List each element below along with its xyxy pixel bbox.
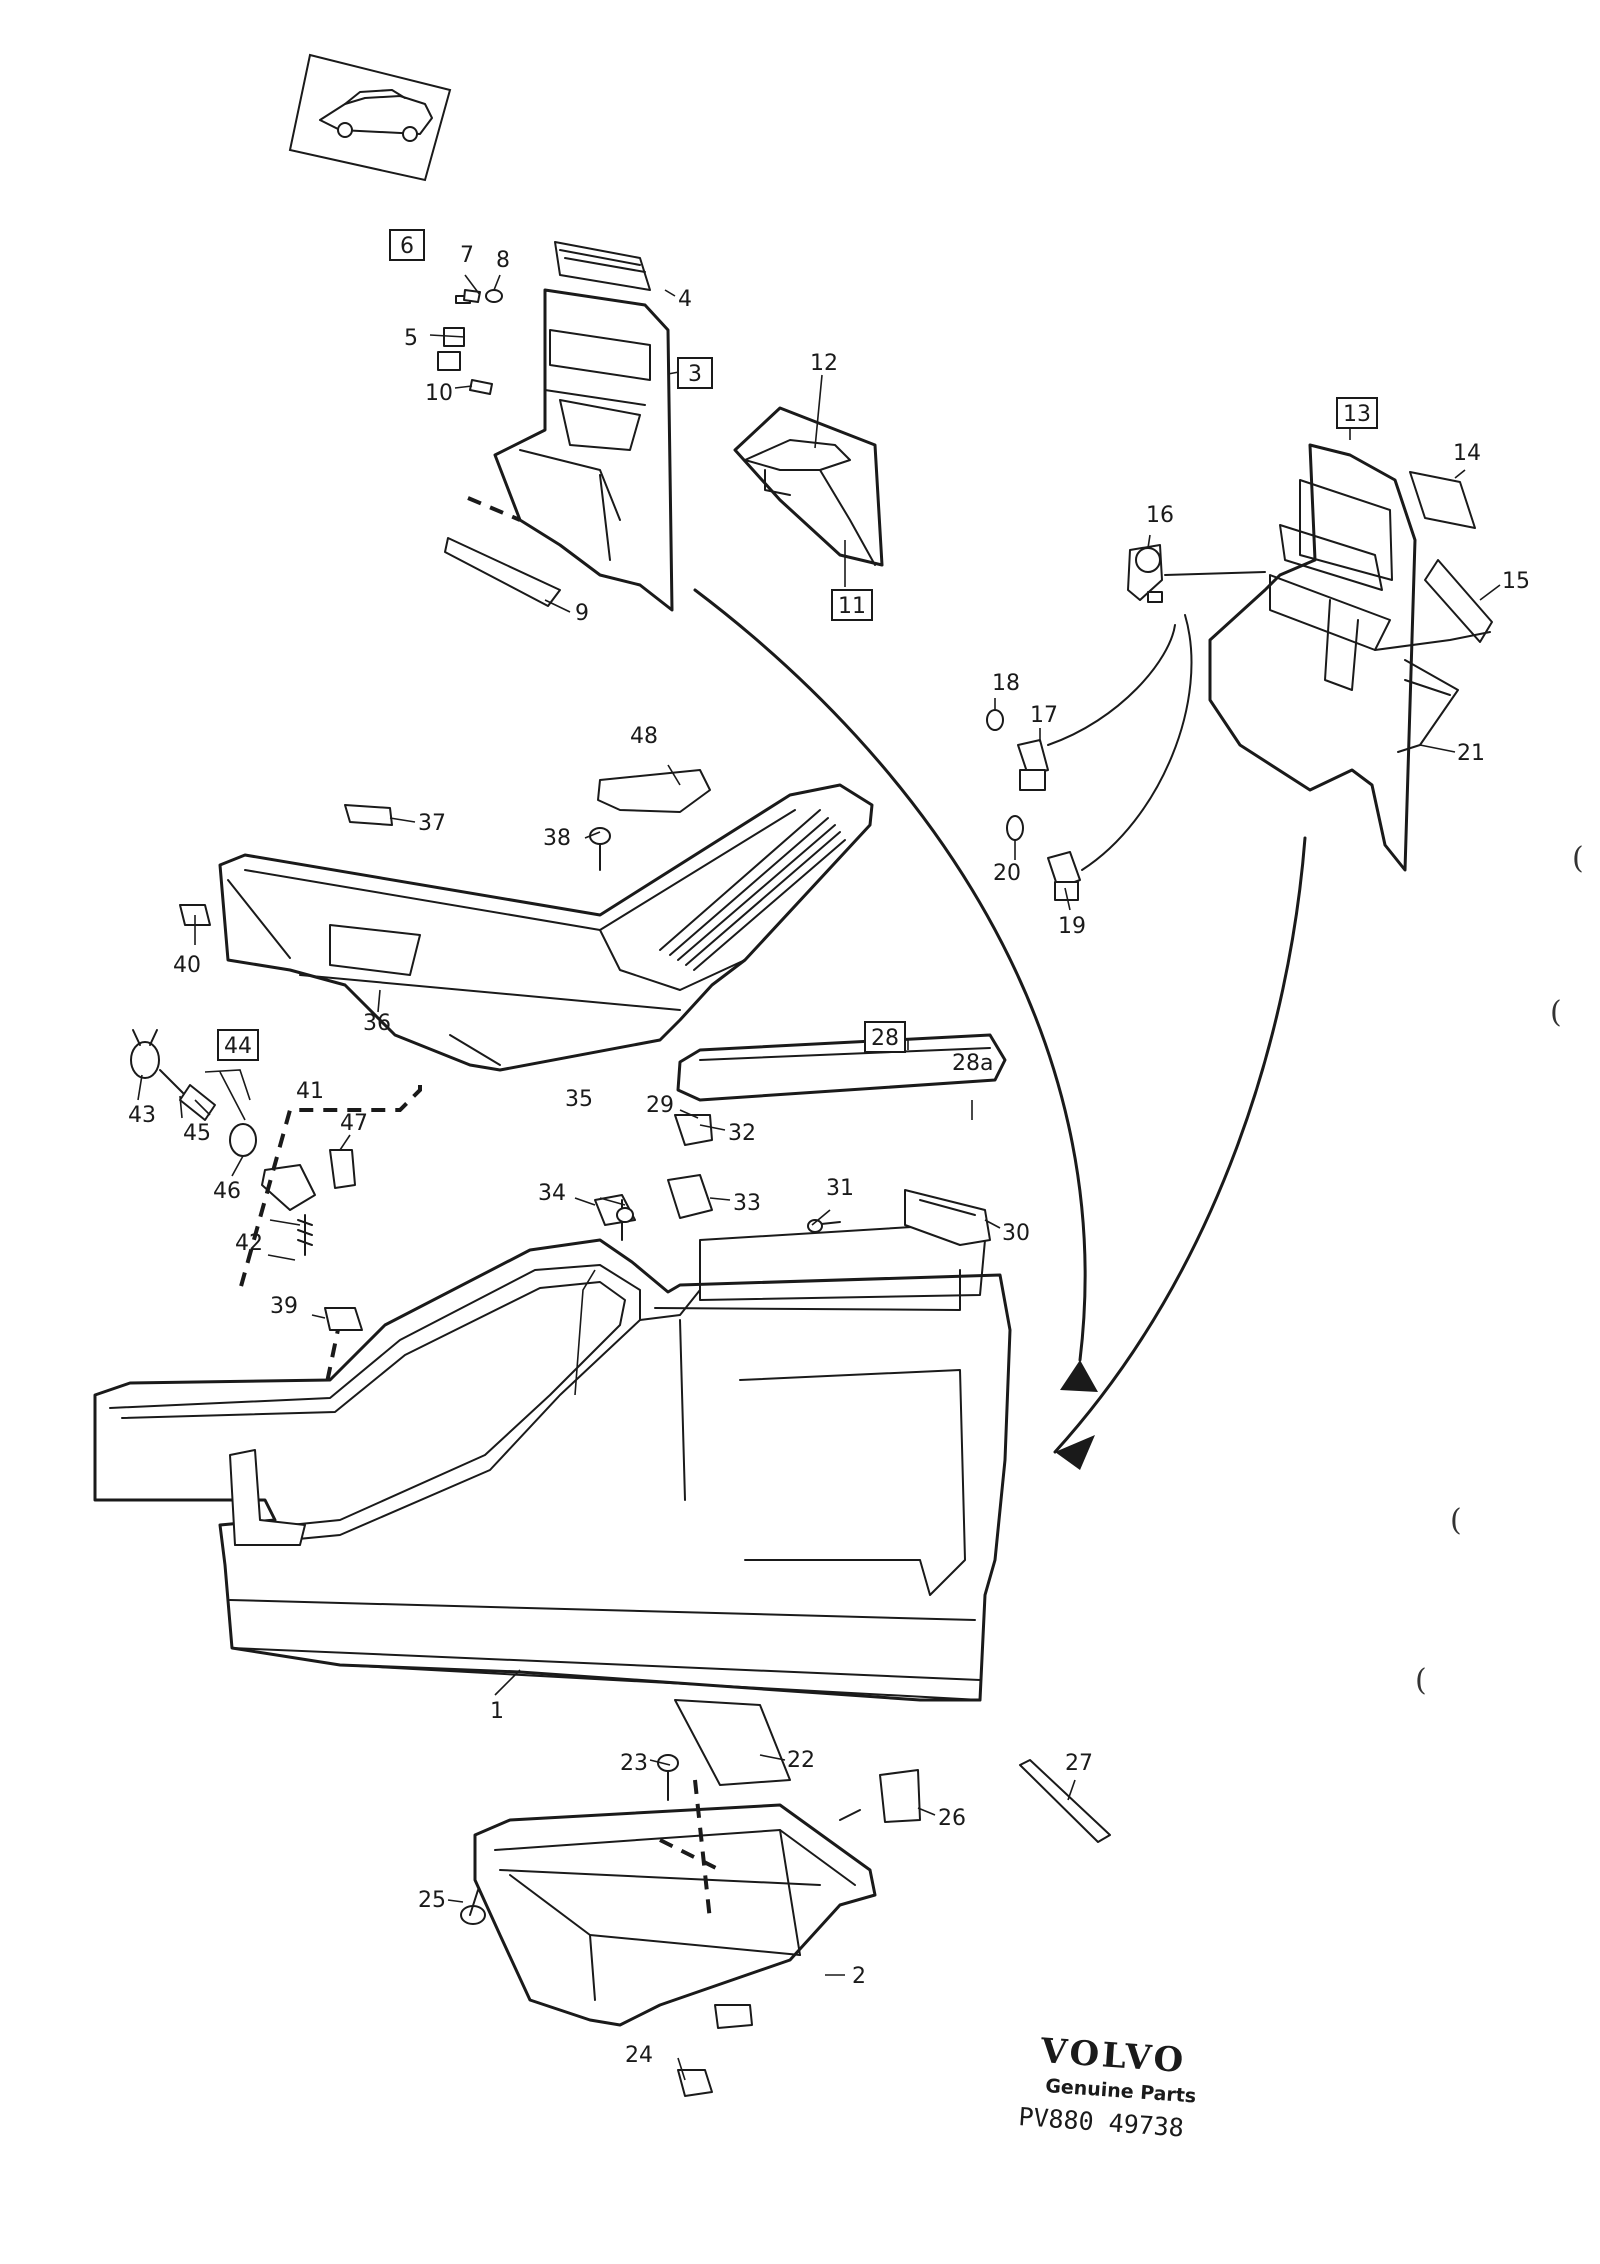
- armrest-lid: [676, 1033, 1007, 1102]
- callout-12: 12: [810, 351, 838, 376]
- callout-10: 10: [425, 381, 453, 406]
- tray-clip-48: [597, 769, 711, 813]
- callout-20: 20: [993, 861, 1021, 886]
- strip-27: [1019, 1759, 1111, 1843]
- callout-48: 48: [630, 724, 658, 749]
- lock-mechanism-parts: [130, 1029, 356, 1256]
- callout-28: 28: [871, 1026, 899, 1051]
- retaining-clip-37: [344, 804, 393, 826]
- console-upper-tray: [218, 783, 874, 1072]
- brand-logo: VOLVO: [1038, 2031, 1187, 2081]
- callout-34: 34: [538, 1181, 566, 1206]
- callout-7: 7: [460, 243, 474, 268]
- callout-33: 33: [733, 1191, 761, 1216]
- insert-26: [879, 1769, 921, 1823]
- callout-box-3: [677, 357, 713, 389]
- callout-36: 36: [363, 1011, 391, 1036]
- vent-grille: [659, 809, 846, 971]
- margin-marks: ( ( ( (: [1415, 841, 1584, 1698]
- callout-11: 11: [838, 594, 866, 619]
- rear-ashtray-housing: [444, 241, 674, 612]
- callout-box-13: [1336, 397, 1378, 429]
- callout-labels: 1 2 3 4 5 6 7 8 9 10 11 12 13 14 15 16 1…: [128, 229, 1530, 2068]
- callout-26: 26: [938, 1806, 966, 1831]
- margin-mark: (: [1550, 995, 1562, 1030]
- lighter-cover: [1424, 559, 1493, 643]
- callout-1: 1: [490, 1699, 504, 1724]
- callout-4: 4: [678, 287, 692, 312]
- drawing-code: PV880 49738: [1018, 2102, 1185, 2142]
- callout-28a: 28a: [952, 1051, 993, 1076]
- guide-dash-36: [238, 1085, 422, 1291]
- ashtray-insert: [733, 406, 884, 567]
- callout-box-6: [389, 229, 425, 261]
- callout-38: 38: [543, 826, 571, 851]
- callout-44: 44: [224, 1034, 252, 1059]
- callout-24: 24: [625, 2043, 653, 2068]
- callout-15: 15: [1502, 569, 1530, 594]
- screw-25: [460, 1889, 486, 1925]
- callout-29: 29: [646, 1093, 674, 1118]
- clip-24: [677, 2069, 713, 2097]
- callout-3: 3: [688, 362, 702, 387]
- callout-6: 6: [400, 234, 414, 259]
- screw-23: [657, 1754, 679, 1801]
- lighter-trim-strip: [1409, 471, 1476, 529]
- latch-parts: [324, 1114, 841, 1331]
- assembly-arrows: [693, 571, 1491, 1821]
- margin-mark: (: [1572, 841, 1584, 876]
- callout-14: 14: [1453, 441, 1481, 466]
- margin-mark: (: [1415, 1663, 1427, 1698]
- callout-41: 41: [296, 1079, 324, 1104]
- callout-30: 30: [1002, 1221, 1030, 1246]
- callout-21: 21: [1457, 741, 1485, 766]
- callout-37: 37: [418, 811, 446, 836]
- callout-42: 42: [235, 1231, 263, 1256]
- callout-32: 32: [728, 1121, 756, 1146]
- callout-19: 19: [1058, 914, 1086, 939]
- callout-39: 39: [270, 1294, 298, 1319]
- callout-13: 13: [1343, 402, 1371, 427]
- callout-35: 35: [565, 1087, 593, 1112]
- callout-2: 2: [852, 1964, 866, 1989]
- bulb-socket-parts: [437, 289, 503, 395]
- front-ashtray-housing: [1208, 443, 1459, 872]
- callout-17: 17: [1030, 703, 1058, 728]
- callout-40: 40: [173, 953, 201, 978]
- callout-box-28: [864, 1021, 906, 1053]
- callout-43: 43: [128, 1103, 156, 1128]
- callout-16: 16: [1146, 503, 1174, 528]
- bin-lid-22: [674, 1699, 791, 1786]
- callout-31: 31: [826, 1176, 854, 1201]
- hinge-30: [904, 1189, 991, 1246]
- vehicle-thumbnail: [288, 53, 452, 182]
- margin-mark: (: [1450, 1503, 1462, 1538]
- callout-22: 22: [787, 1748, 815, 1773]
- callout-9: 9: [575, 601, 589, 626]
- lighter-element-parts: [986, 544, 1163, 901]
- callout-5: 5: [404, 326, 418, 351]
- callout-46: 46: [213, 1179, 241, 1204]
- branding-block: VOLVO Genuine Parts PV880 49738: [1018, 2031, 1197, 2143]
- storage-bin: [473, 1803, 877, 2029]
- callout-25: 25: [418, 1888, 446, 1913]
- callout-box-44: [217, 1029, 259, 1061]
- callout-18: 18: [992, 671, 1020, 696]
- callout-box-11: [831, 589, 873, 621]
- leader-lines: [137, 274, 1501, 2081]
- callout-8: 8: [496, 248, 510, 273]
- callout-45: 45: [183, 1121, 211, 1146]
- guide-dash-bin: [659, 1838, 721, 1872]
- center-console-main: [93, 1224, 1012, 1702]
- callout-23: 23: [620, 1751, 648, 1776]
- callout-47: 47: [340, 1111, 368, 1136]
- callout-27: 27: [1065, 1751, 1093, 1776]
